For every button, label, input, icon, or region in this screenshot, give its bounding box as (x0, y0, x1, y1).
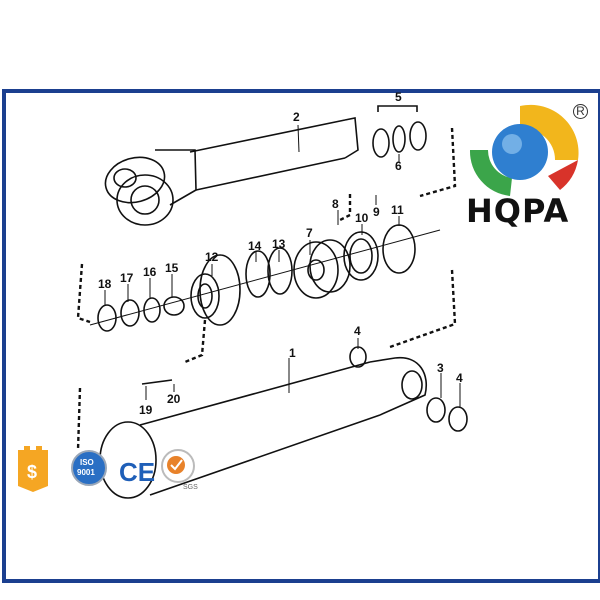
registered-mark: R (573, 104, 588, 119)
dollar-icon: $ (27, 462, 37, 482)
label-16: 16 (143, 265, 157, 279)
label-9: 9 (373, 205, 380, 219)
label-5: 5 (395, 90, 402, 104)
label-11: 11 (391, 203, 404, 217)
seal-set-5 (372, 105, 427, 158)
sgs-badge: SGS (161, 449, 198, 491)
label-8: 8 (332, 197, 339, 211)
price-badge: $ (18, 446, 48, 492)
label-6: 6 (395, 159, 402, 173)
label-4b: 4 (456, 371, 463, 385)
image-frame (2, 89, 600, 583)
part-labels: 1 2 3 4 4 5 6 7 8 9 10 11 12 13 14 15 16… (98, 90, 463, 417)
ce-mark: CE (119, 457, 155, 487)
iso-9001-badge: ISO 9001 (71, 450, 107, 486)
label-1: 1 (289, 346, 296, 360)
sgs-text: SGS (183, 484, 198, 491)
label-19: 19 (139, 403, 153, 417)
brand-name: HQPA (466, 192, 570, 230)
iso-text: ISO (80, 458, 94, 467)
label-18: 18 (98, 277, 112, 291)
label-17: 17 (120, 271, 134, 285)
piston (293, 241, 339, 299)
iso-number: 9001 (77, 468, 95, 477)
label-10: 10 (355, 211, 369, 225)
hqpa-globe-logo (469, 104, 579, 196)
label-13: 13 (272, 237, 286, 251)
label-2: 2 (293, 110, 300, 124)
label-14: 14 (248, 239, 262, 253)
label-12: 12 (205, 250, 219, 264)
label-20: 20 (167, 392, 181, 406)
label-7: 7 (306, 226, 313, 240)
piston-rod (104, 117, 359, 226)
label-4: 4 (354, 324, 361, 338)
label-15: 15 (165, 261, 179, 275)
label-3: 3 (437, 361, 444, 375)
